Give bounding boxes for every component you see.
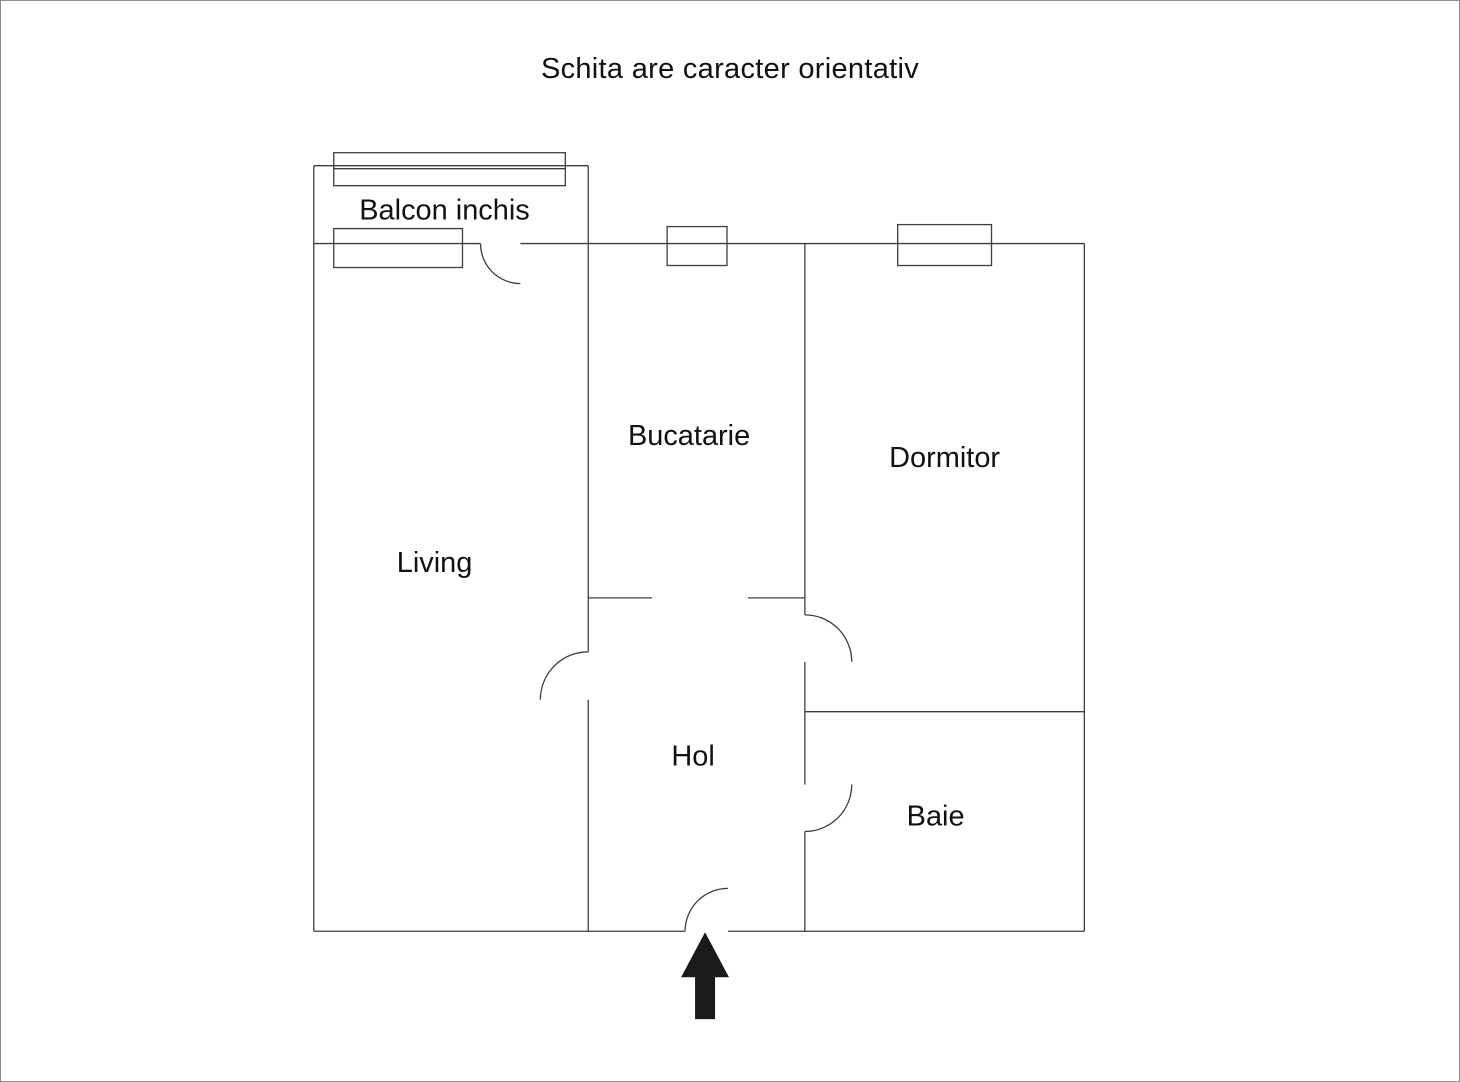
- page-title: Schita are caracter orientativ: [540, 53, 920, 85]
- door-living-door: [539, 651, 589, 700]
- room-label-bucatarie: Bucatarie: [628, 420, 750, 452]
- window-balcony-living-window: [333, 227, 464, 269]
- walls-group: [313, 165, 1085, 932]
- door-balcony-door: [479, 243, 521, 285]
- door-dormitor-door: [804, 614, 853, 662]
- room-label-living: Living: [397, 547, 473, 579]
- room-label-hol: Hol: [671, 741, 714, 773]
- window-balcony-top-window: [333, 152, 566, 187]
- entrance-arrow-icon: [681, 932, 730, 1020]
- doors-group: [479, 243, 853, 932]
- door-entrance-door: [684, 887, 729, 932]
- room-label-baie: Baie: [907, 800, 965, 832]
- door-baie-door: [804, 784, 853, 833]
- room-label-dormitor: Dormitor: [889, 442, 1000, 474]
- window-dormitor-window: [897, 223, 993, 267]
- room-label-balcon: Balcon inchis: [359, 195, 530, 227]
- windows-group: [333, 152, 993, 269]
- window-kitchen-window: [666, 225, 728, 267]
